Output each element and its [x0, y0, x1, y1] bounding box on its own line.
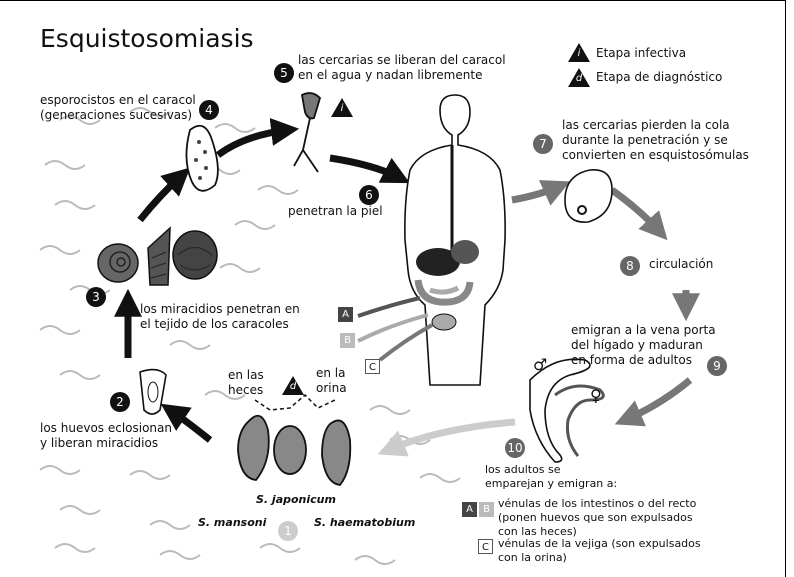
legend-route-b-box: B — [479, 502, 494, 517]
diagnostic-stage-icon: d — [282, 376, 304, 395]
arrow-10-to-eggs — [388, 422, 515, 450]
arrow-6-to-7 — [512, 186, 560, 200]
step-7-text: las cercarias pierden la cola durante la… — [562, 118, 749, 163]
arrow-eggs-to-2 — [170, 410, 210, 440]
female-symbol: ♀ — [590, 388, 602, 403]
adult-worms — [530, 359, 603, 462]
step-9-badge: 9 — [707, 356, 727, 376]
egg-images — [238, 395, 350, 485]
species-mansoni: S. mansoni — [198, 516, 266, 529]
legend-diagnostic-label: Etapa de diagnóstico — [596, 70, 722, 85]
step-1-badge: 1 — [278, 521, 298, 541]
route-c-text: vénulas de la vejiga (son expulsados con… — [498, 537, 701, 565]
step-2-text: los huevos eclosionan y liberan miracidi… — [40, 421, 172, 451]
route-b-box: B — [340, 333, 355, 348]
eggs-feces-label: en las heces — [228, 368, 264, 398]
step-3-badge: 3 — [86, 287, 106, 307]
route-ab-text: vénulas de los intestinos o del recto (p… — [498, 497, 696, 539]
species-haematobium: S. haematobium — [314, 516, 415, 529]
step-8-badge: 8 — [620, 256, 640, 276]
route-a-box: A — [338, 307, 353, 322]
step-6-badge: 6 — [359, 185, 379, 205]
legend-diagnostic-icon: d — [568, 68, 590, 87]
step-6-text: penetran la piel — [288, 204, 383, 219]
species-japonicum: S. japonicum — [256, 493, 336, 506]
step-7-badge: 7 — [533, 134, 553, 154]
legend-infective-label: Etapa infectiva — [596, 46, 686, 61]
cercaria — [294, 93, 320, 172]
step-8-text: circulación — [649, 257, 713, 272]
schistosomulum — [565, 170, 612, 222]
sporocyst — [186, 126, 217, 191]
step-5-badge: 5 — [274, 63, 294, 83]
infective-stage-icon: i — [331, 98, 353, 117]
step-4-text: esporocistos en el caracol (generaciones… — [40, 93, 196, 123]
human-figure — [405, 95, 505, 385]
route-arrows — [358, 298, 432, 360]
step-10-text: los adultos se emparejan y emigran a: — [485, 463, 617, 491]
page-title: Esquistosomiasis — [40, 24, 254, 54]
eggs-urine-label: en la orina — [316, 366, 347, 396]
arrow-3-to-4 — [140, 175, 182, 220]
step-4-badge: 4 — [199, 100, 219, 120]
arrow-7-to-8 — [612, 190, 660, 232]
legend-infective-icon: i — [568, 43, 590, 62]
miracidium-egg — [140, 370, 166, 414]
legend-route-c-box: C — [478, 539, 493, 554]
route-c-box: C — [365, 359, 380, 374]
arrow-5-to-6 — [330, 158, 400, 178]
arrow-4-to-5 — [218, 130, 288, 155]
step-3-text: los miracidios penetran en el tejido de … — [140, 302, 300, 332]
snails — [98, 228, 217, 285]
step-9-text: emigran a la vena porta del hígado y mad… — [571, 323, 716, 368]
step-2-badge: 2 — [110, 392, 130, 412]
male-symbol: ♂ — [533, 357, 547, 372]
arrow-9-to-10 — [625, 380, 690, 420]
step-5-text: las cercarias se liberan del caracol en … — [298, 53, 506, 83]
legend-route-a-box: A — [462, 502, 477, 517]
step-10-badge: 10 — [505, 438, 525, 458]
